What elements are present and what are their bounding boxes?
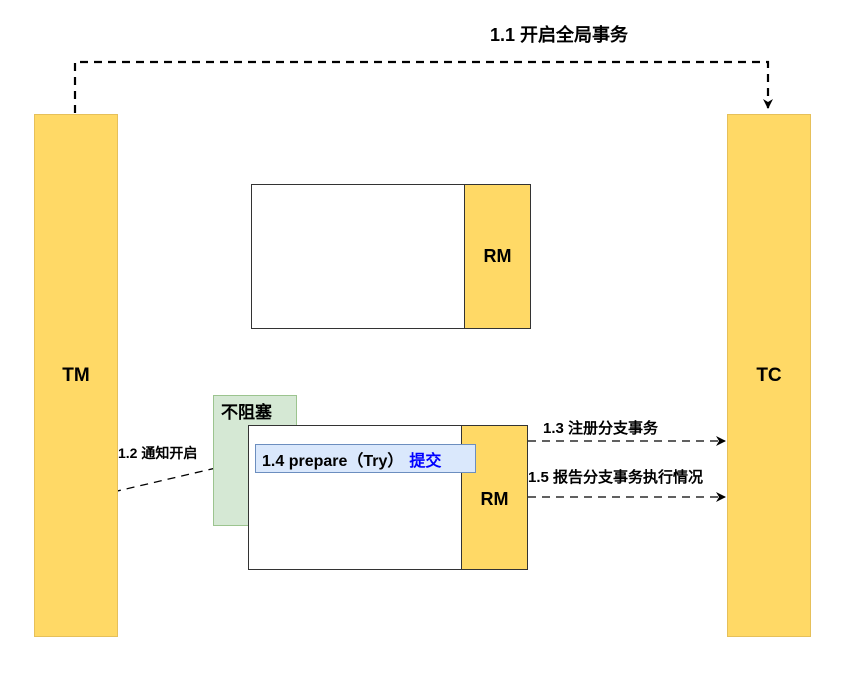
rm-top: RM <box>464 184 531 329</box>
step-1-4-text: 1.4 prepare（Try） <box>262 452 404 470</box>
arrow-open-global-tx <box>73 60 773 113</box>
rm-top-label: RM <box>483 246 512 266</box>
tc-participant: TC <box>727 114 811 637</box>
step-1-5-label: 1.5 报告分支事务执行情况 <box>528 469 704 486</box>
step-1-4-commit: 提交 <box>409 452 442 470</box>
tm-label: TM <box>62 364 90 386</box>
step-1-2-label: 1.2 通知开启 <box>118 445 198 461</box>
application-box-top <box>251 184 465 329</box>
step-1-3-label: 1.3 注册分支事务 <box>543 420 659 437</box>
rm-bottom-label: RM <box>480 489 509 509</box>
non-blocking-label: 不阻塞 <box>221 403 272 422</box>
tc-label: TC <box>756 364 782 386</box>
step-1-4-label: 1.4 prepare（Try） 提交 <box>255 444 476 473</box>
step-1-1-label: 1.1 开启全局事务 <box>490 25 629 45</box>
tm-participant: TM <box>34 114 118 637</box>
